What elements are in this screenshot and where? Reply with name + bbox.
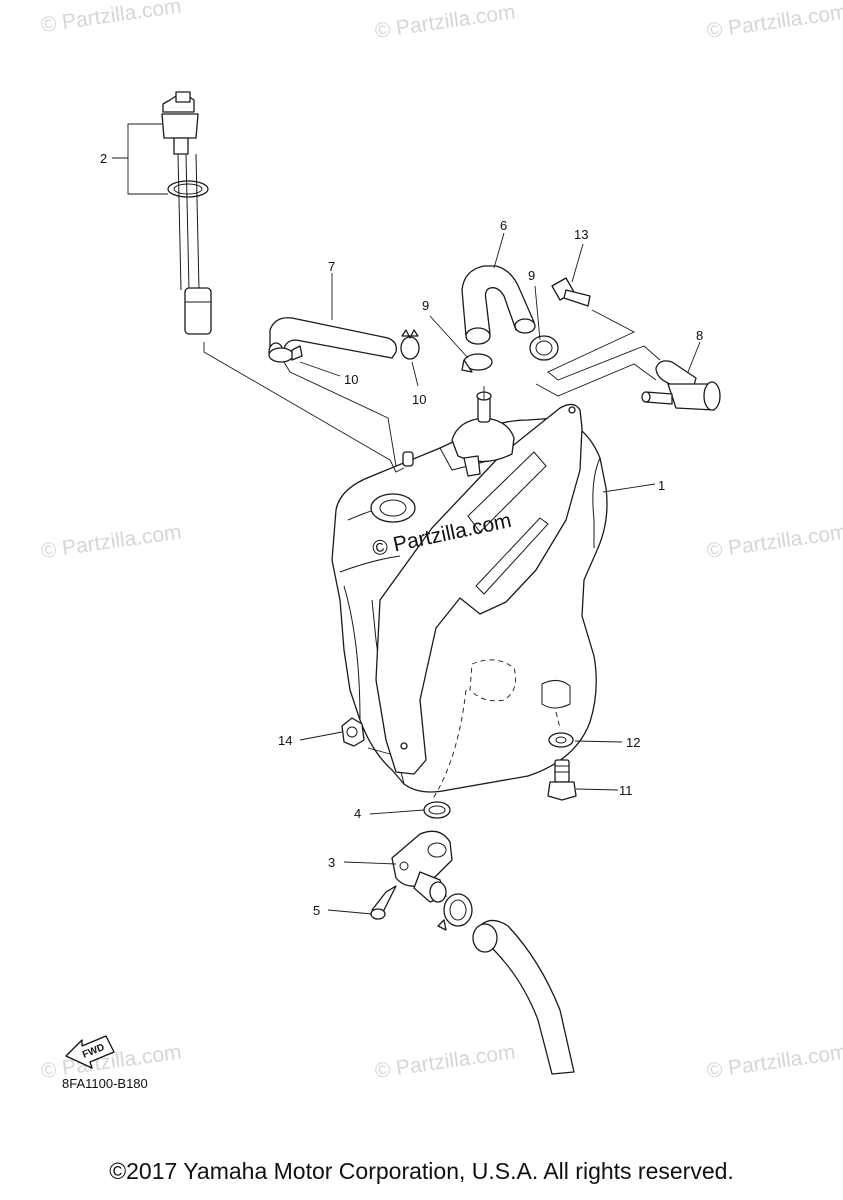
callout-label: 5: [313, 903, 320, 918]
o-ring-part: [423, 801, 451, 819]
callout-label: 2: [100, 151, 107, 166]
oil-level-gauge-part: [161, 91, 212, 335]
assembly-lines: [203, 309, 661, 755]
callout-bracket: [112, 123, 168, 195]
callout-label: 14: [278, 733, 292, 748]
watermark: © Partzilla.com: [705, 520, 843, 562]
watermark: © Partzilla.com: [705, 0, 843, 42]
diagram-code: 8FA1100-B180: [62, 1076, 148, 1091]
callout-label: 10: [412, 392, 426, 407]
callout-label: 6: [500, 218, 507, 233]
callout-label: 10: [344, 372, 358, 387]
watermark: © Partzilla.com: [39, 520, 182, 562]
callout-label: 4: [354, 806, 361, 821]
joint-fitting-part: [641, 360, 721, 411]
callout-label: 11: [619, 783, 633, 798]
bolt-part: [370, 885, 397, 920]
callout-label: 9: [422, 298, 429, 313]
callout-label: 7: [328, 259, 335, 274]
hose-clip-part: [400, 329, 420, 360]
bolt-part: [551, 277, 591, 307]
copyright-notice: ©2017 Yamaha Motor Corporation, U.S.A. A…: [109, 1158, 734, 1184]
hose-clip-part: [461, 353, 493, 373]
watermark: © Partzilla.com: [39, 0, 182, 37]
watermark: © Partzilla.com: [373, 0, 516, 42]
callout-labels: 1 2 3 4 5 6 7 8 9 9 10 10 11 12 13 14: [100, 151, 703, 918]
callout-label: 12: [626, 735, 640, 750]
nut-part: [341, 717, 365, 747]
elbow-hose-part: [461, 265, 536, 345]
drain-bolt-part: [547, 759, 577, 801]
leader-lines: [299, 232, 701, 915]
callout-label: 8: [696, 328, 703, 343]
hose-clip-part: [529, 335, 559, 361]
forward-arrow-icon: FWD: [65, 1035, 115, 1069]
callout-label: 1: [658, 478, 665, 493]
outlet-hose-part: [437, 893, 575, 1075]
callout-label: 3: [328, 855, 335, 870]
outlet-fitting-part: [391, 830, 453, 903]
hose-clip-part: [268, 345, 303, 363]
watermark: © Partzilla.com: [373, 1040, 516, 1082]
washer-part: [548, 732, 574, 748]
watermark: © Partzilla.com: [705, 1040, 843, 1082]
callout-label: 13: [574, 227, 588, 242]
callout-label: 9: [528, 268, 535, 283]
